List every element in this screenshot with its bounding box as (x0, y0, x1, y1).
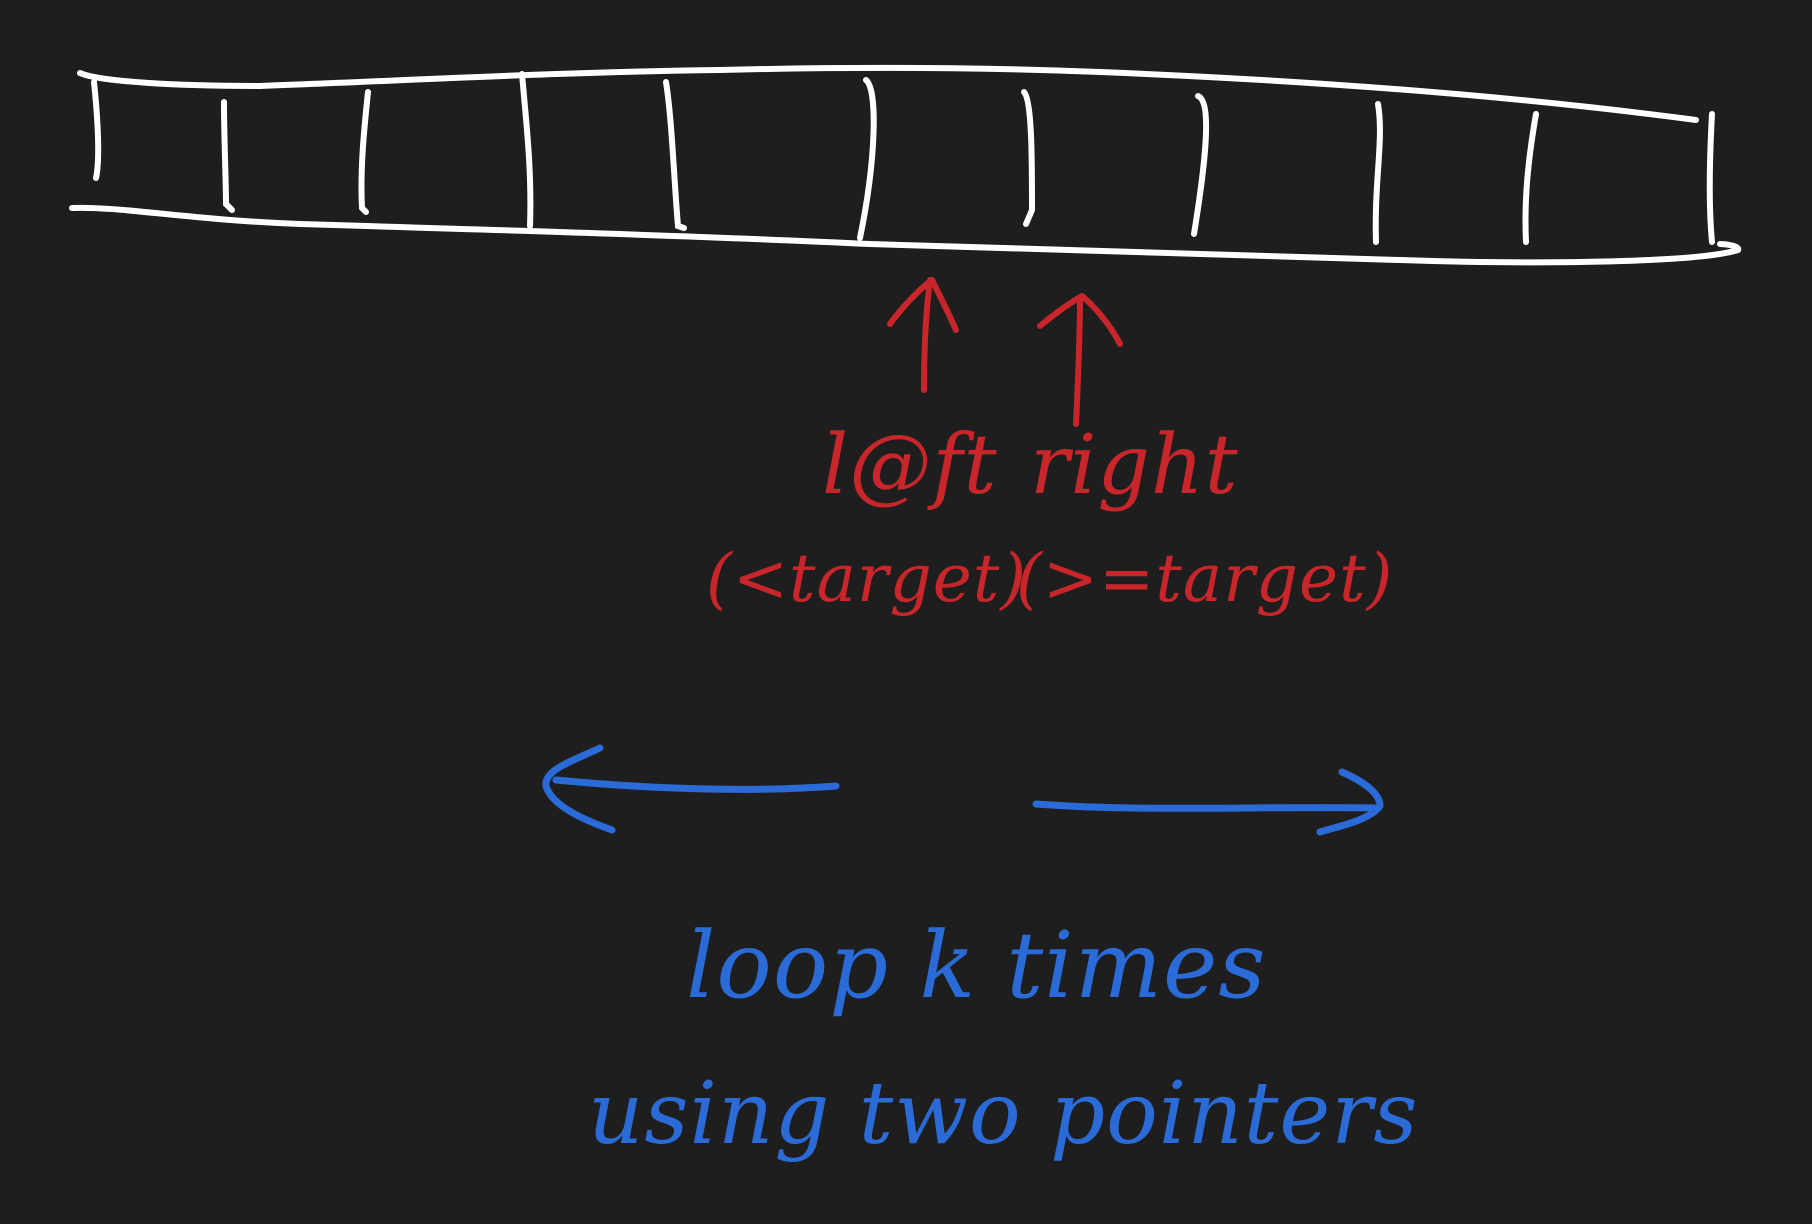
array-left-edge (91, 79, 102, 181)
left-direction-arrow (542, 744, 840, 834)
right-direction-arrow (1032, 768, 1384, 836)
left-pointer-label: l@ft (822, 418, 998, 513)
two-pointers-note: using two pointers (588, 1064, 1419, 1164)
left-pointer-condition: (<target) (706, 540, 1028, 617)
array-cell-divider (857, 77, 877, 241)
array-cell-divider (1191, 93, 1210, 237)
array-cell-divider (358, 89, 371, 215)
loop-note: loop k times (686, 912, 1267, 1019)
pointer-arrows (887, 277, 1123, 427)
array-bottom-edge (69, 204, 1742, 266)
array-cell-dividers (221, 71, 1539, 245)
right-pointer-condition: (>=target) (1016, 540, 1394, 617)
direction-arrows (542, 744, 1384, 836)
array-cell-divider (1372, 101, 1383, 245)
right-pointer-arrow (1037, 293, 1123, 427)
array-top-edge (77, 64, 1699, 123)
right-pointer-label: right (1030, 418, 1239, 513)
left-pointer-arrow (887, 277, 959, 393)
array-cell-divider (519, 71, 534, 229)
array-cell-divider (221, 99, 235, 213)
array-right-edge (1706, 111, 1715, 245)
array-cell-divider (1522, 111, 1539, 245)
array-cell-divider (663, 79, 687, 231)
array-outline (69, 64, 1742, 266)
array-cell-divider (1021, 89, 1036, 227)
